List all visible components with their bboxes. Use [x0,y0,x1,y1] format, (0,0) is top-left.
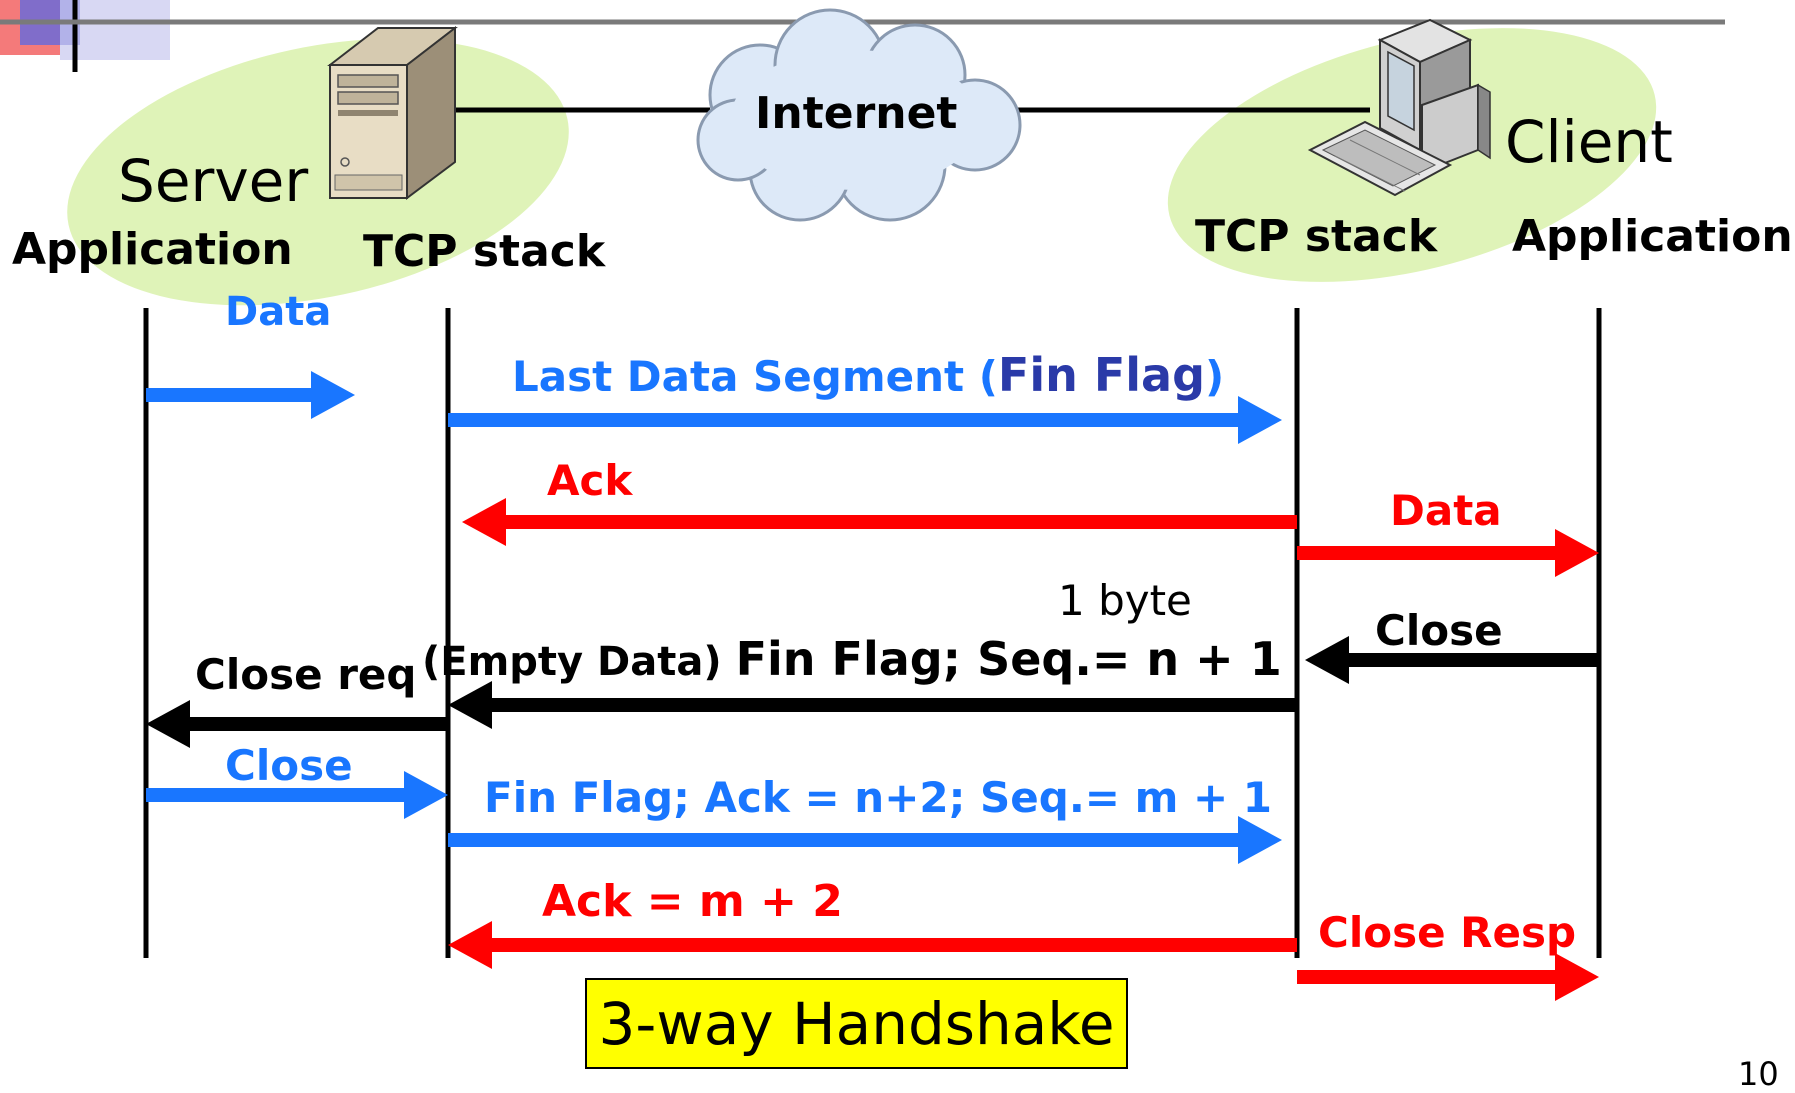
last-segment-flag: Fin Flag [997,348,1206,402]
diagram-canvas [0,0,1725,1001]
close-req-word: Close [195,650,323,699]
arrow-close-client-head [1305,636,1349,684]
handshake-caption: 3-way Handshake [585,978,1128,1069]
msg-data-client: Data [1390,486,1502,535]
msg-fin-ack: Fin Flag; Ack = n+2; Seq.= m + 1 [484,773,1273,822]
msg-byte-note: 1 byte [1058,576,1192,625]
handshake-caption-text: 3-way Handshake [598,989,1115,1058]
arrow-ack-final-head [448,921,492,969]
client-tcp-header: TCP stack [1195,211,1438,262]
arrow-data-client-head [1555,529,1599,577]
msg-ack: Ack [547,456,633,505]
msg-last-data-segment: Last Data Segment (Fin Flag) [512,352,1224,398]
msg-ack-final: Ack = m + 2 [542,876,843,927]
msg-close-req: Close req [195,654,416,696]
message-arrows [146,371,1599,1001]
desktop-computer-icon [1307,18,1491,197]
last-segment-suffix: ) [1205,352,1225,401]
cloud-icon [696,8,1022,222]
arrow-close-server-head [404,771,448,819]
server-tcp-header: TCP stack [363,226,606,277]
server-name: Server [118,147,309,215]
msg-data-server: Data [225,289,332,335]
page-number: 10 [1738,1055,1779,1093]
server-tower-icon [327,25,458,200]
fin-main: Fin Flag; Seq.= n + 1 [735,632,1282,686]
arrow-data-server-head [311,371,355,419]
arrow-fin-ack-head [1238,816,1282,864]
close-req-suffix: req [337,650,417,699]
arrow-close-req-head [146,700,190,748]
msg-close-resp: Close Resp [1318,908,1577,957]
msg-close-client: Close [1375,606,1503,655]
server-app-header: Application [12,224,293,275]
client-app-header: Application [1512,211,1793,262]
client-name: Client [1505,108,1673,176]
msg-close-server: Close [225,741,353,790]
fin-prefix: (Empty Data) [422,639,736,685]
arrow-close-resp-head [1555,953,1599,1001]
arrow-ack-head [462,498,506,546]
last-segment-prefix: Last Data Segment ( [512,352,998,401]
arrow-last-segment-head [1238,396,1282,444]
arrow-fin-flag-head [448,681,492,729]
internet-label: Internet [755,88,958,139]
msg-fin-empty-data: (Empty Data) Fin Flag; Seq.= n + 1 [422,636,1282,682]
